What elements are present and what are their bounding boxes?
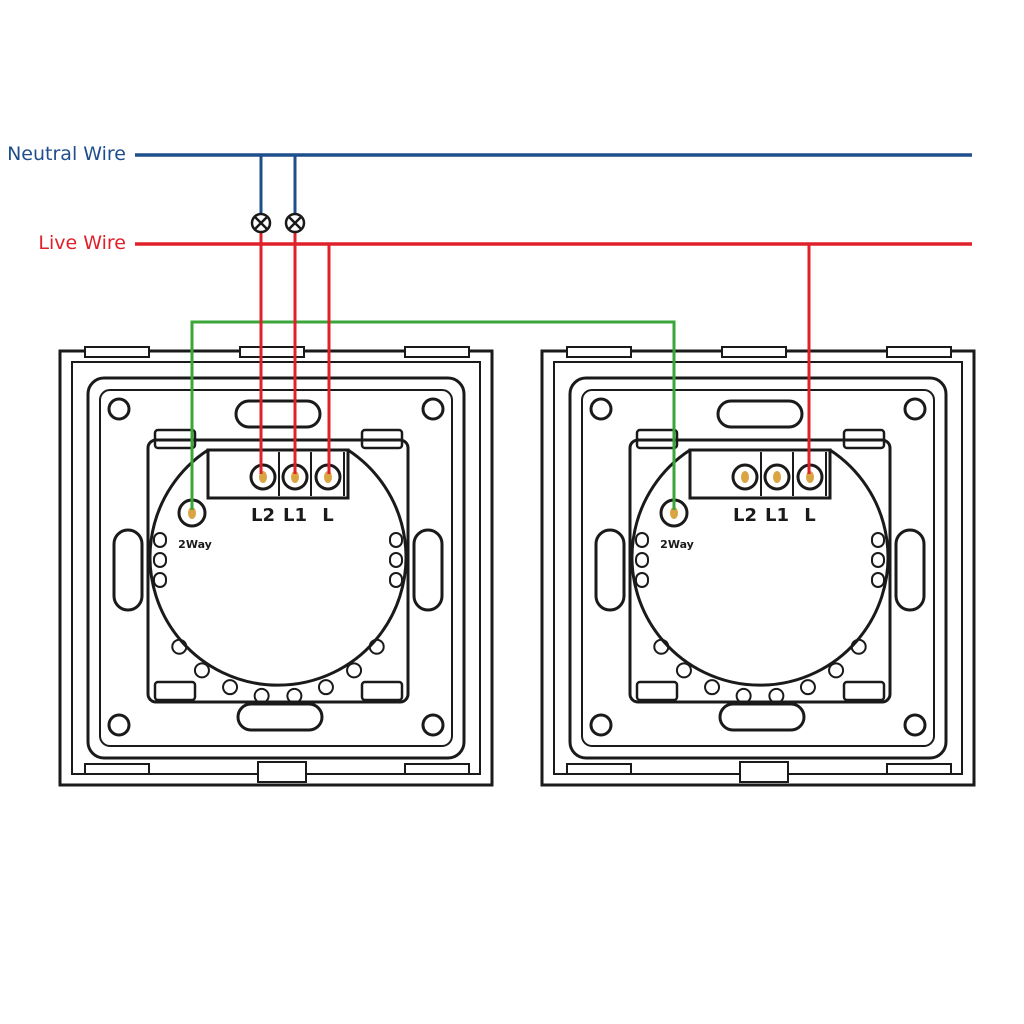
vent-notch <box>871 552 885 568</box>
screw-hole <box>903 397 927 421</box>
vent-notch <box>828 662 845 679</box>
module-circle <box>630 448 890 687</box>
vent-notch <box>253 687 270 704</box>
edge-tab <box>886 346 952 358</box>
lamp-cross <box>288 216 302 230</box>
vent-notch <box>799 679 816 696</box>
vent-notch <box>389 532 403 548</box>
terminal-label-L1: L1 <box>283 505 307 526</box>
terminal-contact <box>670 507 678 519</box>
mount-slot-top <box>716 399 804 429</box>
screw-hole <box>421 397 445 421</box>
mount-slot-bottom <box>718 702 806 732</box>
terminal-label-L1: L1 <box>765 505 789 526</box>
vent-notch <box>346 662 363 679</box>
terminal-label-L: L <box>322 505 333 526</box>
terminal-label-L: L <box>804 505 815 526</box>
inner-frame <box>71 361 481 775</box>
switch-1: L2 L1 L 2Way <box>58 346 494 787</box>
inner-frame <box>553 361 963 775</box>
edge-tab <box>404 346 470 358</box>
terminal-contact <box>291 471 299 483</box>
mounting-plate <box>568 376 948 760</box>
switch-module <box>628 438 892 704</box>
screw-hole <box>589 713 613 737</box>
vent-notch <box>389 572 403 588</box>
vent-notch <box>317 679 334 696</box>
mounting-plate <box>86 376 466 760</box>
edge-tab <box>721 346 787 358</box>
vent-notch <box>222 679 239 696</box>
edge-tab <box>886 763 952 775</box>
edge-tab <box>566 346 632 358</box>
vent-notch <box>153 572 167 588</box>
mount-slot-right <box>894 528 926 612</box>
edge-tab <box>84 763 150 775</box>
vent-notch <box>193 662 210 679</box>
two-way-label: 2Way <box>660 538 694 551</box>
bottom-clip <box>739 761 789 783</box>
vent-notch <box>850 638 867 655</box>
mount-slot-right <box>412 528 444 612</box>
edge-tab <box>84 346 150 358</box>
edge-tab <box>566 763 632 775</box>
terminal-contact <box>188 507 196 519</box>
module-circle <box>148 448 408 687</box>
vent-notch <box>735 687 752 704</box>
lamp-icon <box>250 212 272 234</box>
mount-slot-bottom <box>236 702 324 732</box>
screw-hole <box>903 713 927 737</box>
vent-notch <box>871 572 885 588</box>
live-wire-label: Live Wire <box>38 232 126 254</box>
mounting-plate-inner <box>99 389 453 747</box>
vent-notch <box>704 679 721 696</box>
vent-notch <box>389 552 403 568</box>
corner-clip <box>153 680 197 702</box>
neutral-wire-label: Neutral Wire <box>7 143 126 165</box>
two-way-wire <box>190 320 676 510</box>
lamp-cross <box>254 216 268 230</box>
edge-tab <box>404 763 470 775</box>
switch-2: L2 L1 L 2Way <box>540 346 976 787</box>
vent-notch <box>171 638 188 655</box>
vent-notch <box>675 662 692 679</box>
corner-clip <box>842 680 886 702</box>
bottom-clip <box>257 761 307 783</box>
vent-notch <box>153 532 167 548</box>
switch-module <box>146 438 410 704</box>
terminal-contact <box>741 471 749 483</box>
vent-notch <box>153 552 167 568</box>
vent-notch <box>871 532 885 548</box>
vent-notch <box>635 572 649 588</box>
corner-clip <box>635 680 679 702</box>
vent-notch <box>768 687 785 704</box>
screw-hole <box>107 713 131 737</box>
edge-tab <box>239 346 305 358</box>
terminal-label-L2: L2 <box>733 505 757 526</box>
vent-notch <box>653 638 670 655</box>
two-way-label: 2Way <box>178 538 212 551</box>
vent-notch <box>635 532 649 548</box>
terminal-contact <box>773 471 781 483</box>
screw-hole <box>421 713 445 737</box>
lamp-icon <box>284 212 306 234</box>
vent-notch <box>368 638 385 655</box>
screw-hole <box>107 397 131 421</box>
vent-notch <box>635 552 649 568</box>
mounting-plate-inner <box>581 389 935 747</box>
mount-slot-left <box>112 528 144 612</box>
corner-clip <box>360 680 404 702</box>
screw-hole <box>589 397 613 421</box>
terminal-label-L2: L2 <box>251 505 275 526</box>
mount-slot-left <box>594 528 626 612</box>
mount-slot-top <box>234 399 322 429</box>
vent-notch <box>286 687 303 704</box>
